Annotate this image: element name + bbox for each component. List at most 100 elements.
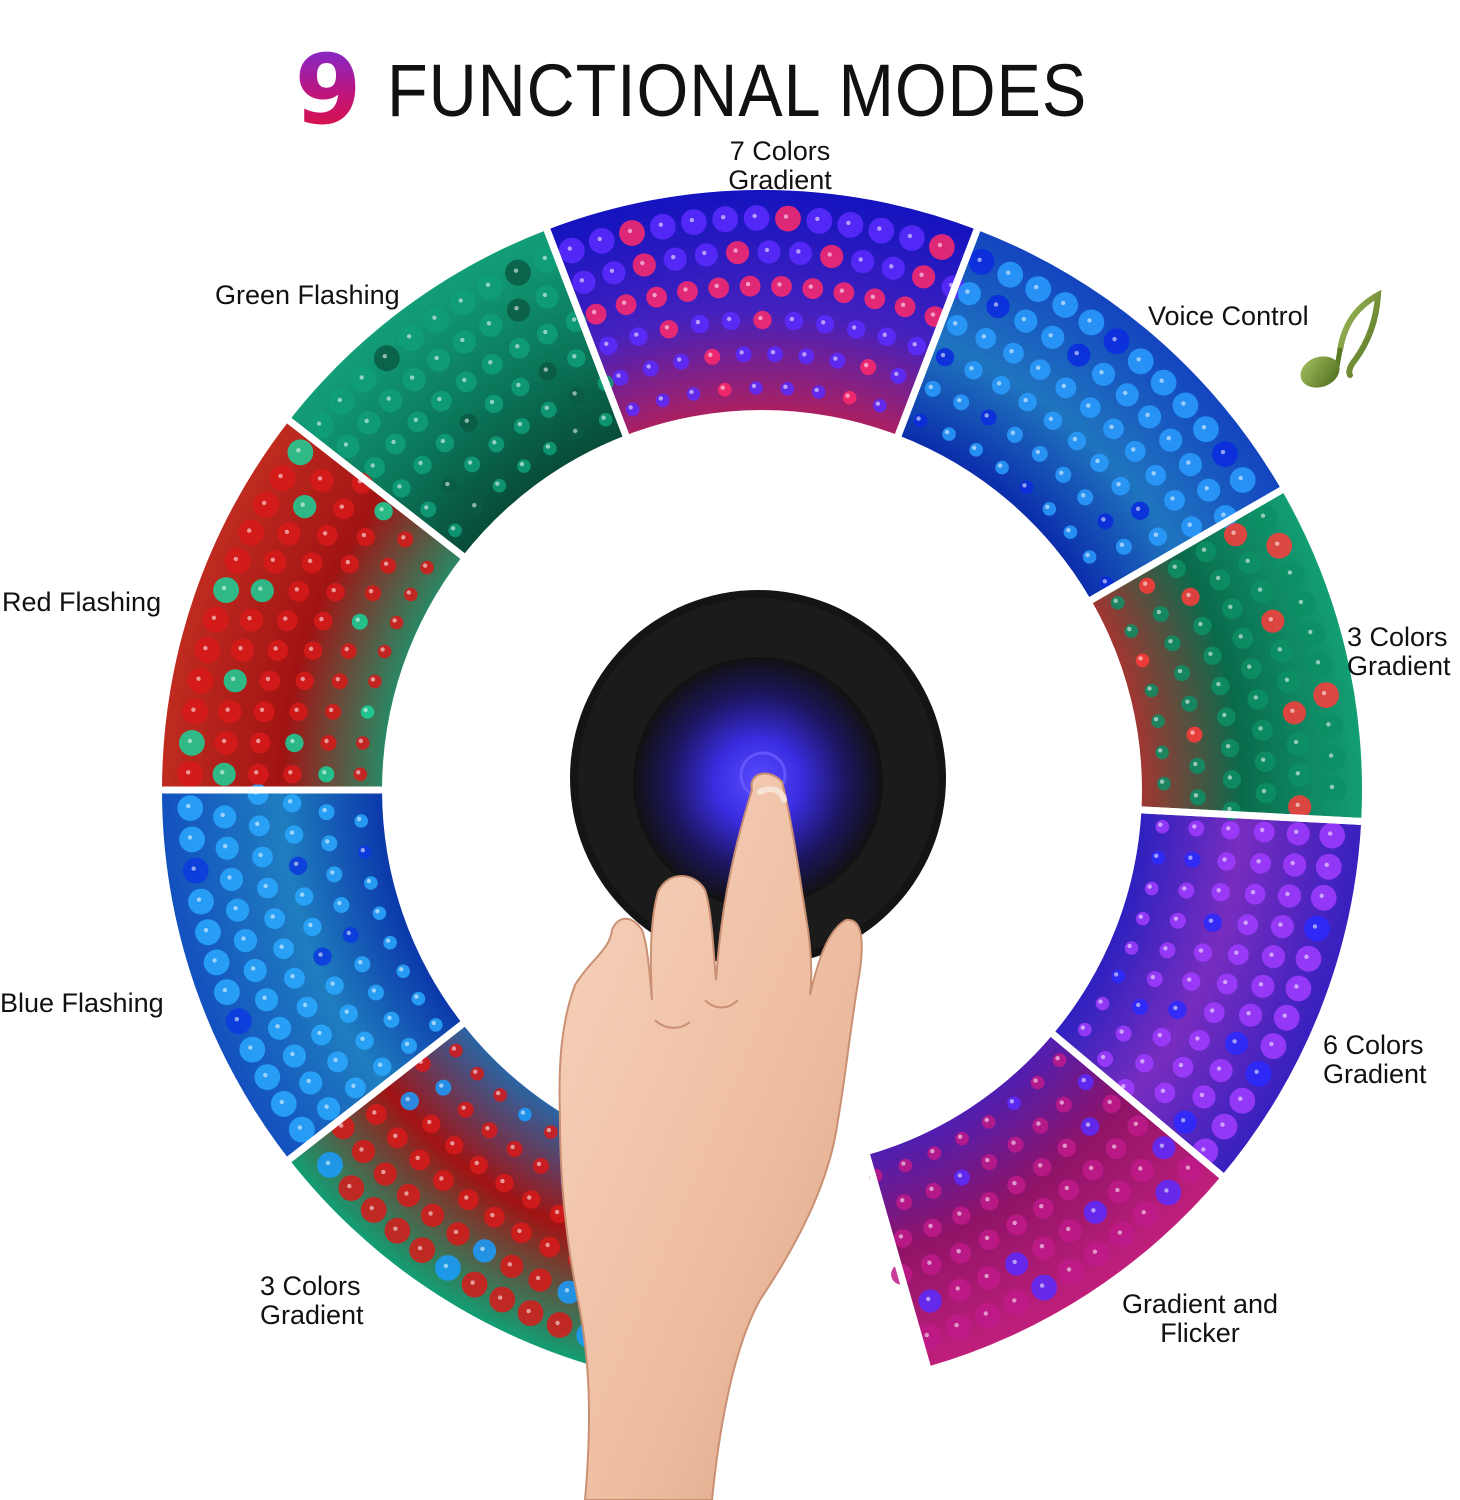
- led-dot: [1315, 853, 1342, 880]
- led-dot: [632, 253, 656, 277]
- segment-separator: [893, 224, 982, 441]
- led-highlight: [1326, 722, 1331, 727]
- led-highlight: [1135, 506, 1141, 511]
- led-dot: [567, 349, 586, 368]
- led-dot: [1031, 1274, 1057, 1301]
- led-highlight: [306, 1078, 311, 1084]
- led-dot: [923, 1218, 942, 1238]
- led-highlight: [833, 356, 838, 361]
- led-highlight: [1268, 617, 1274, 622]
- led-dot: [1152, 1136, 1176, 1160]
- led-dot: [517, 459, 531, 473]
- led-highlight: [609, 268, 615, 273]
- led-highlight: [187, 738, 193, 744]
- led-dot: [351, 613, 368, 630]
- led-dot: [1055, 1096, 1072, 1113]
- led-dot: [288, 1116, 315, 1143]
- led-dot: [326, 866, 343, 883]
- led-highlight: [386, 396, 391, 401]
- led-dot: [277, 522, 301, 546]
- led-highlight: [464, 418, 469, 423]
- led-highlight: [1109, 424, 1114, 429]
- led-dot: [1041, 325, 1065, 349]
- led-highlight: [1258, 982, 1264, 987]
- led-highlight: [1114, 972, 1119, 977]
- led-dot: [1211, 676, 1230, 696]
- led-dot: [1189, 789, 1206, 806]
- led-dot: [336, 434, 360, 459]
- led-highlight: [543, 367, 548, 372]
- led-highlight: [191, 866, 196, 871]
- led-dot: [1270, 915, 1294, 939]
- led-highlight: [1238, 634, 1243, 639]
- led-highlight: [1256, 859, 1261, 864]
- led-dot: [373, 345, 400, 372]
- led-highlight: [1080, 1025, 1086, 1030]
- led-dot: [373, 1057, 392, 1077]
- led-dot: [295, 887, 314, 906]
- led-highlight: [294, 587, 299, 592]
- led-highlight: [333, 1057, 338, 1063]
- led-dot: [342, 927, 359, 943]
- led-dot: [735, 346, 752, 363]
- led-highlight: [940, 352, 946, 358]
- led-dot: [1217, 707, 1236, 727]
- led-highlight: [1036, 1121, 1041, 1126]
- led-highlight: [1222, 857, 1227, 862]
- led-highlight: [318, 952, 323, 957]
- led-dot: [757, 240, 781, 264]
- led-highlight: [393, 1133, 398, 1139]
- led-highlight: [317, 476, 323, 481]
- led-dot: [1102, 1094, 1121, 1114]
- led-highlight: [500, 1178, 505, 1184]
- led-highlight: [238, 646, 243, 651]
- led-highlight: [1227, 775, 1233, 780]
- led-dot: [429, 1018, 443, 1032]
- led-dot: [642, 360, 659, 377]
- led-dot: [288, 856, 308, 875]
- led-dot: [455, 371, 477, 393]
- led-dot: [379, 389, 403, 413]
- led-highlight: [404, 1191, 409, 1196]
- led-highlight: [293, 861, 299, 866]
- led-highlight: [1177, 668, 1183, 674]
- led-dot: [470, 1066, 485, 1081]
- led-dot: [1189, 1030, 1210, 1051]
- led-highlight: [721, 215, 726, 220]
- led-dot: [308, 412, 334, 439]
- led-highlight: [343, 442, 349, 447]
- led-highlight: [898, 1234, 904, 1239]
- led-highlight: [1081, 1077, 1086, 1083]
- led-highlight: [1216, 681, 1221, 687]
- led-dot: [646, 286, 667, 308]
- led-highlight: [418, 460, 423, 466]
- led-highlight: [324, 738, 329, 744]
- led-highlight: [1232, 1039, 1237, 1044]
- led-highlight: [370, 463, 375, 468]
- led-dot: [1174, 665, 1190, 682]
- led-dot: [1007, 1096, 1021, 1111]
- led-dot: [239, 608, 264, 632]
- led-dot: [842, 390, 857, 405]
- led-dot: [373, 1162, 397, 1186]
- led-highlight: [520, 1110, 526, 1115]
- led-dot: [238, 519, 265, 546]
- led-dot: [1277, 884, 1302, 908]
- led-dot: [775, 205, 801, 232]
- led-highlight: [1181, 1118, 1186, 1123]
- led-highlight: [1258, 726, 1263, 731]
- led-dot: [243, 958, 267, 983]
- led-dot: [1097, 513, 1114, 530]
- led-dot: [535, 285, 559, 309]
- led-dot: [282, 1044, 306, 1068]
- led-dot: [1014, 309, 1038, 333]
- led-highlight: [1166, 436, 1171, 441]
- led-dot: [1043, 411, 1063, 430]
- led-dot: [543, 441, 557, 456]
- led-dot: [1155, 1179, 1182, 1206]
- led-highlight: [1215, 575, 1221, 581]
- led-dot: [1247, 689, 1269, 710]
- led-dot: [1192, 1085, 1216, 1109]
- led-dot: [1195, 541, 1217, 563]
- led-highlight: [275, 1024, 280, 1029]
